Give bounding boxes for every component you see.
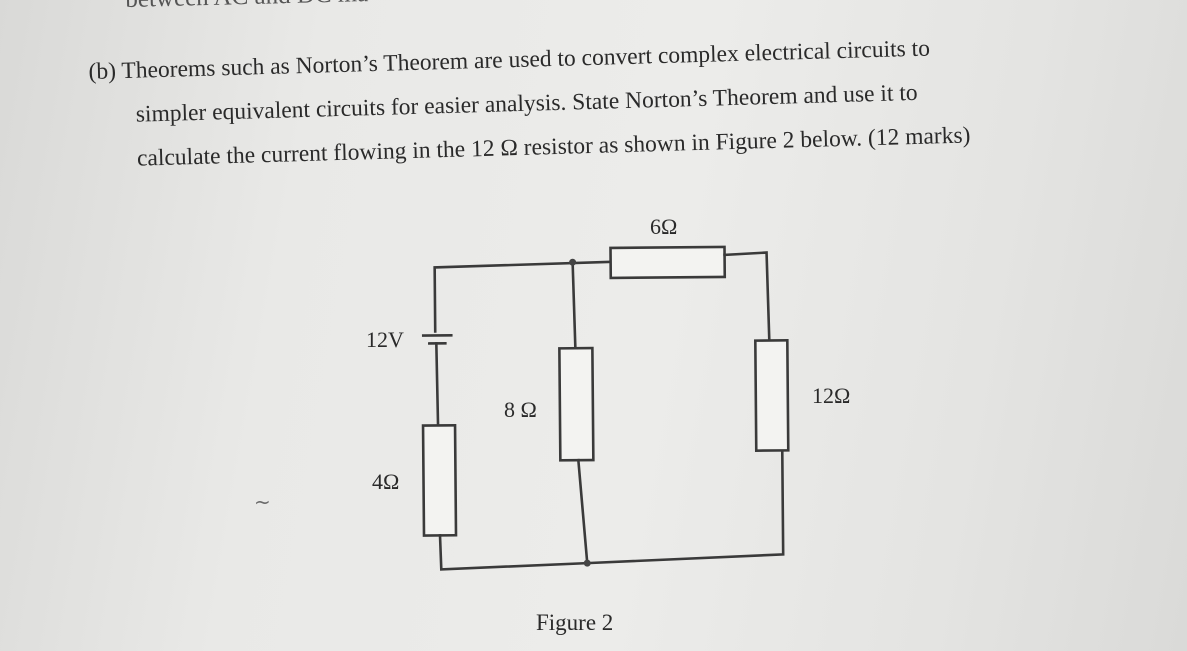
- wire-bottom: [438, 449, 785, 571]
- label-8ohm: 8 Ω: [504, 397, 537, 422]
- label-6ohm: 6Ω: [650, 214, 677, 239]
- wire-8ohm-top: [571, 260, 577, 350]
- figure-caption: Figure 2: [536, 610, 613, 635]
- resistor-6ohm: [609, 245, 727, 280]
- resistor-8ohm: [558, 346, 595, 462]
- resistor-4ohm: [421, 423, 458, 537]
- pencil-mark: ~: [254, 490, 271, 514]
- label-4ohm: 4Ω: [372, 469, 399, 494]
- wire-top-left: [433, 260, 612, 333]
- node-bottom: [583, 559, 591, 567]
- node-top: [569, 258, 577, 266]
- wire-right-top: [723, 251, 771, 342]
- label-12v: 12V: [366, 327, 404, 352]
- wire-8ohm-bottom: [576, 458, 589, 565]
- wire-battery-to-4ohm: [434, 342, 440, 427]
- resistor-12ohm: [754, 339, 790, 452]
- label-12ohm: 12Ω: [812, 383, 850, 408]
